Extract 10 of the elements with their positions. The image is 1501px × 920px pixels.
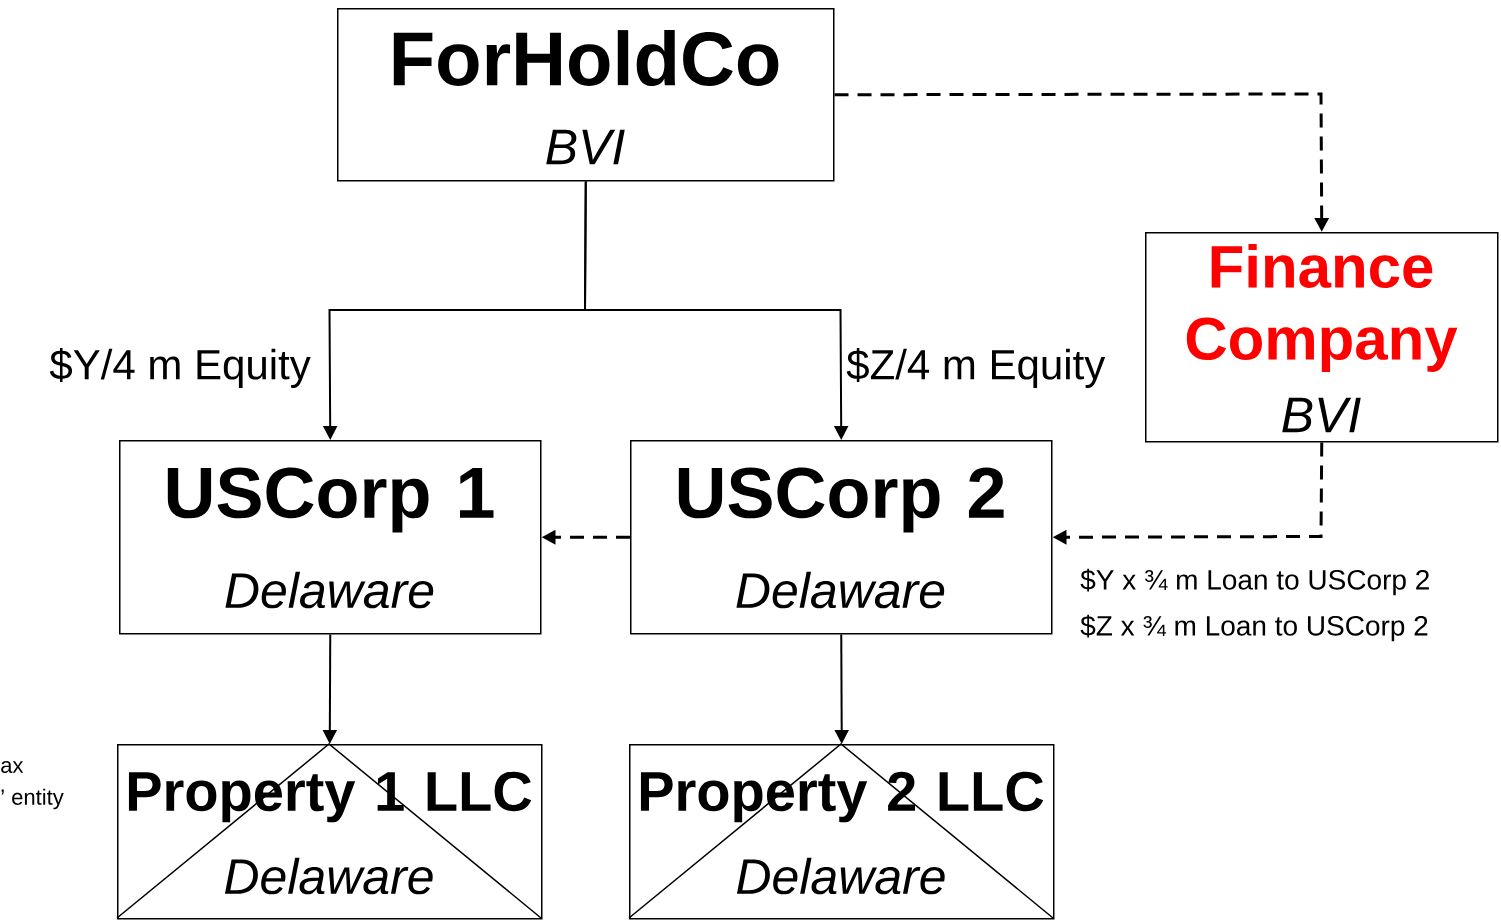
edge-label: $Z/4 m Equity — [845, 347, 1107, 389]
note-text: ax — [1, 760, 24, 774]
note-text: ’ entity — [1, 788, 64, 810]
entity-box: USCorp 1 Delaware — [119, 440, 542, 635]
note-text: $Z x ¾ m Loan to USCorp 2 — [1080, 614, 1428, 642]
entity-box: ForHoldCo BVI — [337, 8, 835, 182]
note-text: $Y x ¾ m Loan to USCorp 2 — [1080, 568, 1429, 596]
edge-label: $Y/4 m Equity — [48, 347, 312, 389]
entity-box: Finance Company BVI — [1145, 232, 1499, 443]
entity-box: USCorp 2 Delaware — [630, 440, 1053, 635]
